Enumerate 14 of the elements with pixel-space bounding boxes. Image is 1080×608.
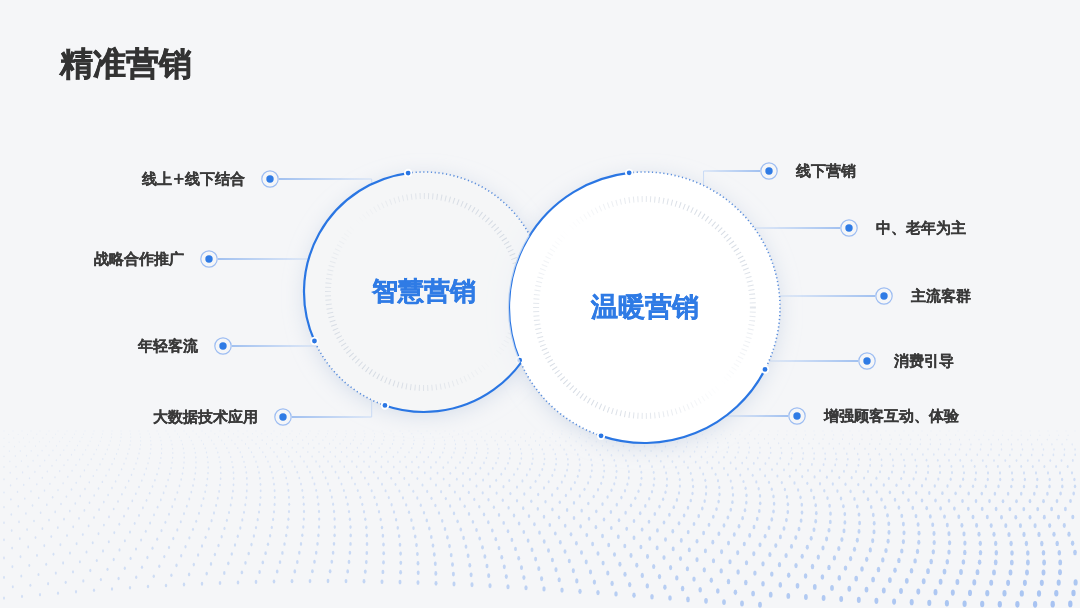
label-text: 战略合作推广	[94, 249, 184, 269]
label-text: 主流客群	[911, 286, 971, 306]
label-text: 中、老年为主	[876, 218, 966, 238]
label-text: 消费引导	[894, 351, 954, 371]
label-text: 年轻客流	[138, 336, 198, 356]
connector-line	[217, 258, 310, 260]
connector-line	[768, 360, 859, 362]
connector-line	[779, 295, 876, 297]
page-title: 精准营销	[60, 44, 192, 84]
connector-line	[231, 345, 318, 347]
label-text: 线上+线下结合	[142, 169, 245, 189]
label-text: 大数据技术应用	[153, 407, 258, 427]
label-text: 线下营销	[796, 161, 856, 181]
label-text: 增强顾客互动、体验	[824, 406, 959, 426]
